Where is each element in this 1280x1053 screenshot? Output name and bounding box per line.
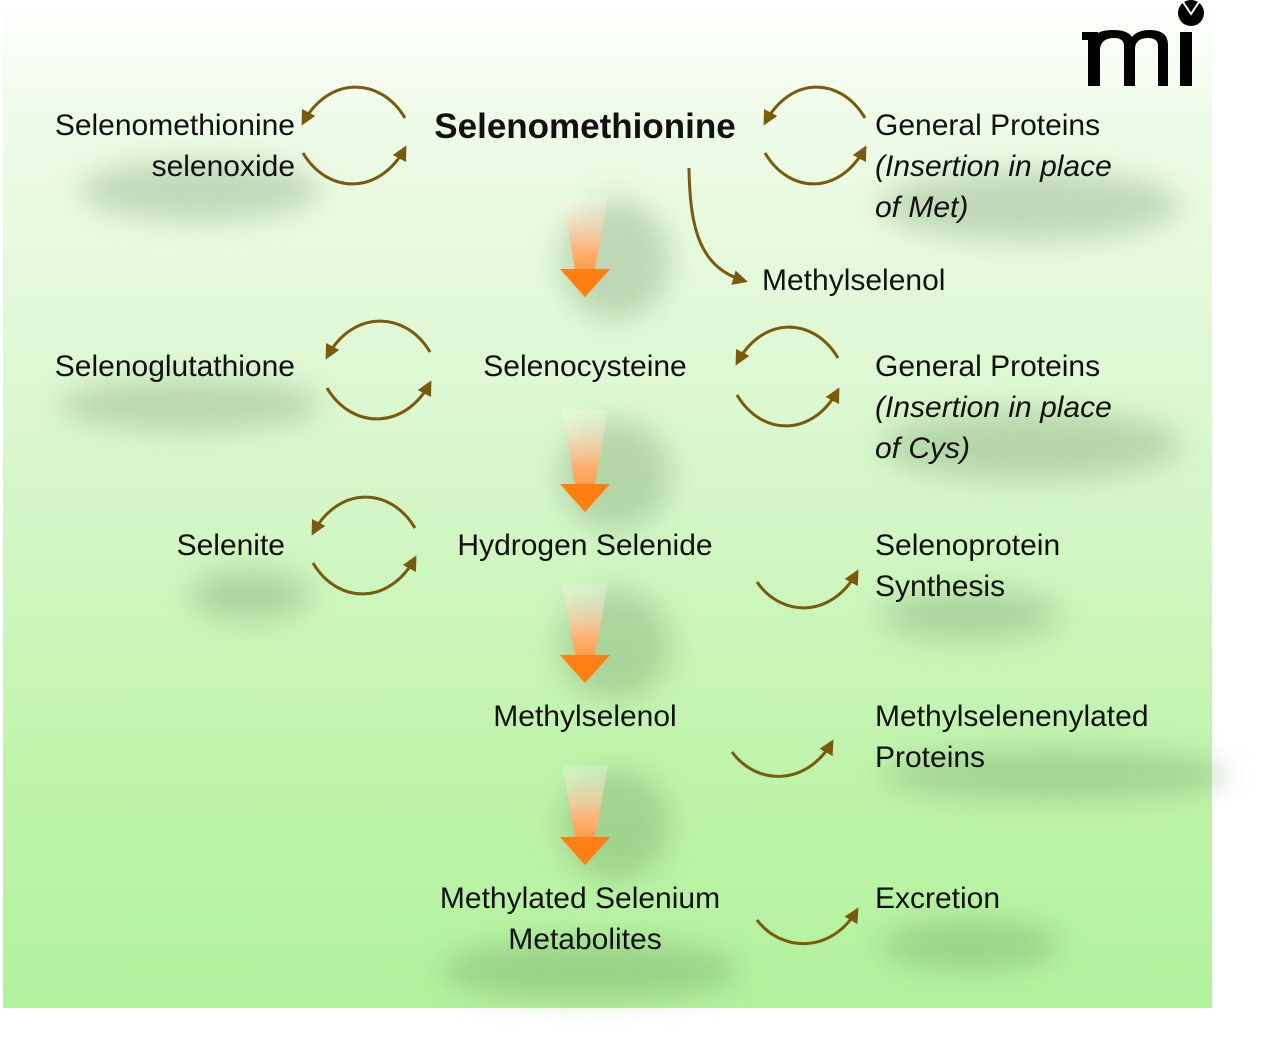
node-selenocysteine: Selenocysteine bbox=[483, 350, 687, 383]
node-selenomethionine-selenoxide-line1: Selenomethionine bbox=[54, 109, 295, 142]
flow-arrow-head bbox=[560, 484, 610, 512]
reversible-arrow-lower bbox=[763, 145, 867, 186]
node-methylselenenylated-proteins-line2: Proteins bbox=[875, 741, 986, 774]
text-shadow bbox=[880, 170, 1180, 240]
node-selenoprotein-synthesis-line1: Selenoprotein bbox=[875, 529, 1061, 562]
flow-arrow-head bbox=[560, 837, 610, 865]
node-methylated-metabolites-line1: Methylated Selenium bbox=[439, 882, 721, 915]
mi-logo bbox=[1080, 0, 1210, 95]
node-general-proteins-met-line3: of Met) bbox=[875, 191, 969, 224]
diagram-background bbox=[3, 0, 1212, 1008]
branch-arrow-to-methylselenol bbox=[687, 167, 748, 285]
node-general-proteins-met-line2: (Insertion in place bbox=[875, 150, 1112, 183]
node-methylselenol: Methylselenol bbox=[493, 700, 677, 733]
text-shadow bbox=[80, 160, 320, 220]
node-methylated-metabolites-line2: Metabolites bbox=[508, 923, 662, 956]
text-shadow bbox=[190, 570, 310, 620]
reversible-arrow-lower bbox=[301, 145, 407, 186]
node-methylselenol-side: Methylselenol bbox=[762, 264, 946, 297]
flow-arrow-head bbox=[560, 269, 610, 297]
reversible-arrow-lower bbox=[311, 555, 417, 596]
reversible-arrow-upper bbox=[301, 85, 407, 126]
text-shadow bbox=[880, 750, 1230, 800]
reversible-arrow-upper bbox=[311, 495, 417, 536]
node-methylselenenylated-proteins-line1: Methylselenenylated bbox=[875, 700, 1149, 733]
reversible-arrow-upper bbox=[763, 85, 867, 126]
text-shadow bbox=[880, 410, 1180, 480]
conversion-arrow bbox=[755, 569, 859, 610]
node-general-proteins-met-line1: General Proteins bbox=[875, 109, 1101, 142]
reversible-arrow-lower bbox=[735, 387, 840, 428]
node-selenomethionine: Selenomethionine bbox=[434, 107, 736, 146]
node-general-proteins-cys-line2: (Insertion in place bbox=[875, 391, 1112, 424]
node-selenoprotein-synthesis-line2: Synthesis bbox=[875, 570, 1006, 603]
node-selenomethionine-selenoxide-line2: selenoxide bbox=[151, 150, 295, 183]
flow-arrow-head bbox=[560, 655, 610, 683]
reversible-arrow-upper bbox=[735, 325, 840, 366]
text-shadow bbox=[880, 590, 1060, 640]
node-excretion: Excretion bbox=[875, 882, 1001, 915]
text-shadow bbox=[60, 380, 320, 430]
reversible-arrow-lower bbox=[325, 380, 432, 421]
node-selenite: Selenite bbox=[176, 529, 285, 562]
node-hydrogen-selenide: Hydrogen Selenide bbox=[457, 529, 713, 562]
text-shadow bbox=[880, 920, 1060, 970]
conversion-arrow bbox=[730, 739, 834, 778]
text-shadow bbox=[440, 940, 740, 1000]
node-general-proteins-cys-line1: General Proteins bbox=[875, 350, 1101, 383]
conversion-arrow bbox=[755, 907, 859, 945]
reversible-arrow-upper bbox=[325, 319, 432, 360]
node-selenoglutathione: Selenoglutathione bbox=[54, 350, 295, 383]
node-general-proteins-cys-line3: of Cys) bbox=[875, 432, 971, 465]
